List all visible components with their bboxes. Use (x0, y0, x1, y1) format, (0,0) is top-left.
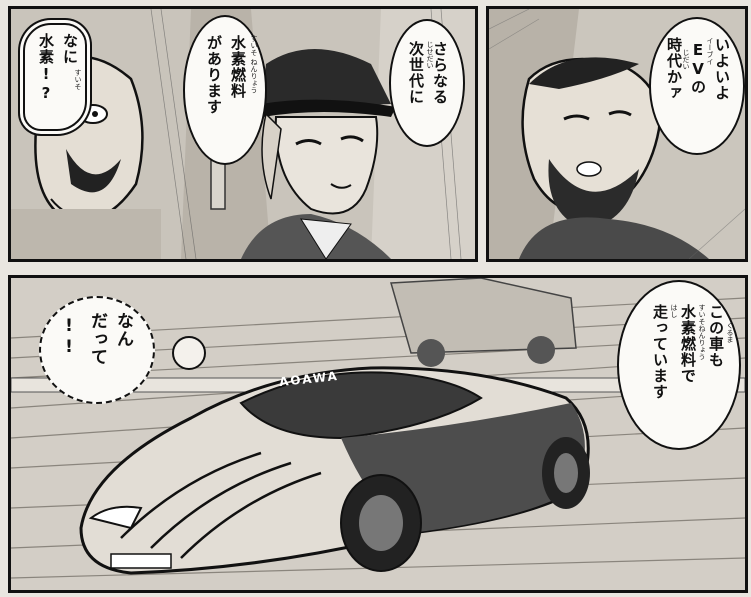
speech-bubble-sara-naru: さらなる 次世代に じせだい (389, 19, 465, 147)
bubble-text-line-2: 次世代に (407, 41, 425, 105)
speech-bubble-kono-kuruma: この車も 水素燃料で 走っています くるま すいそねんりょう はし (617, 280, 741, 450)
bubble-text-line-2: EVの (689, 41, 707, 95)
furigana-suiso: すいそ (74, 69, 82, 90)
furigana-kuruma: くるま (726, 322, 734, 343)
panel-2: いよいよ EVの 時代かァ イーブイ じだい (486, 6, 748, 262)
speech-bubble-suiso-nenryou: 水素燃料 があります すいそ ねんりょう (183, 15, 267, 165)
bubble-text-line-2: 水素燃料で (679, 304, 697, 384)
panel-3: AOAWA なん だって !! この車も 水素燃料で 走っています くるま すい… (8, 275, 748, 593)
bubble-text-line-2: だって (87, 312, 107, 366)
panel-1: なに 水素!? すいそ 水素燃料 があります すいそ ねんりょう さらなる 次世… (8, 6, 478, 262)
furigana-ev: イーブイ (706, 37, 714, 65)
bubble-text-line-1: この車も (707, 304, 725, 368)
bubble-text-line-1: なん (113, 312, 133, 348)
bubble-text-line-1: 水素燃料 (229, 35, 247, 99)
speech-bubble-nandatte: なん だって !! (39, 296, 155, 404)
bubble-text-line-3: !! (59, 316, 79, 358)
bubble-text-line-1: さらなる (431, 41, 449, 105)
bubble-text-line-2: 水素!? (37, 33, 55, 103)
bubble-text-line-1: なに (61, 33, 79, 65)
bubble-text-line-3: 時代かァ (665, 37, 683, 101)
speech-bubble-nani-suiso: なに 水素!? すいそ (23, 23, 87, 131)
furigana-hashi: はし (670, 304, 678, 318)
speech-bubble-iyoiyo-ev: いよいよ EVの 時代かァ イーブイ じだい (649, 17, 745, 155)
furigana-suiso-nenryou: すいそ ねんりょう (250, 35, 258, 94)
furigana-jisedai: じせだい (426, 41, 434, 69)
furigana-jidai: じだい (682, 49, 690, 70)
furigana-suiso-nenryou: すいそねんりょう (698, 304, 706, 360)
bubble-text-line-1: いよいよ (713, 37, 731, 101)
bubble-text-line-2: があります (205, 35, 223, 115)
bubble-text-line-3: 走っています (651, 304, 669, 400)
